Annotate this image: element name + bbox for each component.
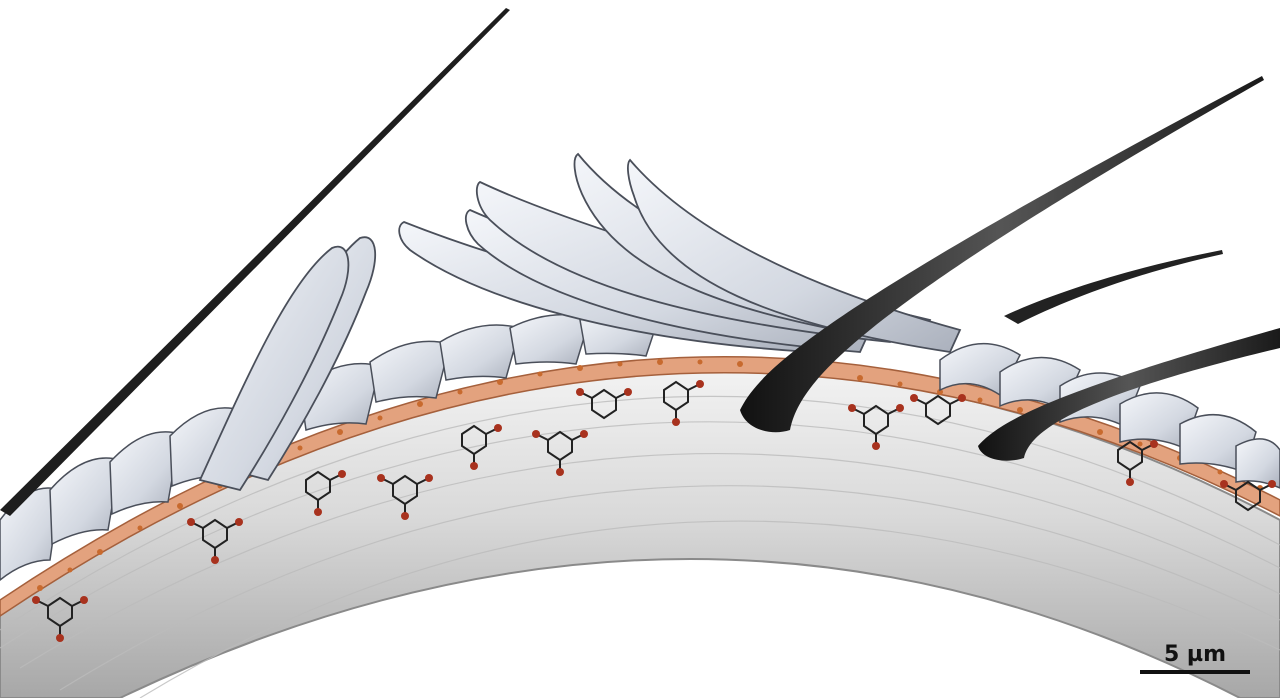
molecule-cluster bbox=[32, 380, 1276, 642]
molecule-icon bbox=[1220, 480, 1276, 512]
spine-icon bbox=[0, 8, 510, 516]
bristle-group bbox=[0, 8, 1280, 516]
molecule-icon bbox=[910, 394, 966, 426]
spine-icon bbox=[978, 328, 1280, 461]
spine-icon bbox=[1004, 250, 1223, 324]
molecule-icon bbox=[576, 388, 632, 420]
molecule-icon bbox=[32, 596, 88, 642]
spine-icon bbox=[740, 76, 1264, 433]
molecule-icon bbox=[1117, 440, 1158, 486]
molecule-icon bbox=[532, 430, 588, 476]
molecule-icon bbox=[377, 474, 433, 520]
molecule-icon bbox=[848, 404, 904, 450]
cuticle-membrane bbox=[0, 356, 1280, 617]
scale-bar bbox=[1140, 670, 1250, 674]
molecule-icon bbox=[461, 424, 502, 470]
cuticle-scales-left bbox=[0, 309, 661, 581]
granule-layer bbox=[37, 359, 1263, 591]
scale-bar-label: 5 µm bbox=[1163, 642, 1227, 667]
molecule-icon bbox=[305, 470, 346, 516]
large-cuticle-scales bbox=[198, 152, 962, 492]
molecule-icon bbox=[663, 380, 704, 426]
molecule-icon bbox=[187, 518, 243, 564]
